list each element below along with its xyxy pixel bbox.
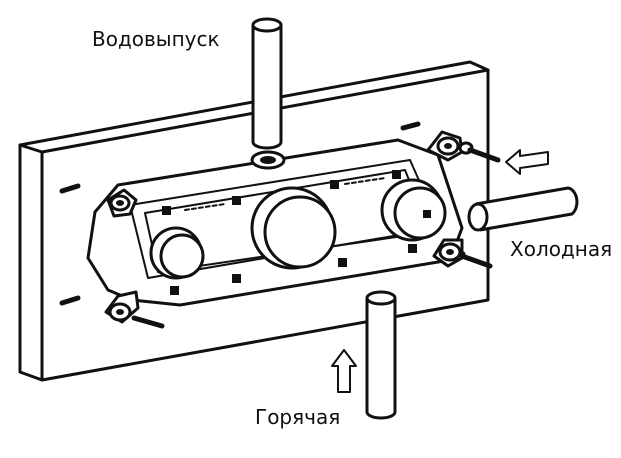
bracket-bottom-right	[432, 238, 493, 269]
bracket-top-left	[106, 188, 138, 218]
bracket-top-right	[426, 130, 501, 163]
arrow-left-icon	[505, 149, 549, 175]
hot-label: Горячая	[255, 405, 341, 429]
center-valve	[250, 186, 337, 270]
hot-pipe	[365, 290, 397, 420]
cold-pipe	[467, 186, 579, 232]
outlet-pipe	[251, 17, 283, 150]
outlet-label: Водовыпуск	[92, 27, 220, 51]
cold-label: Холодная	[510, 237, 613, 261]
arrow-up-icon	[331, 349, 357, 393]
right-valve	[380, 178, 447, 242]
bracket-bottom-left	[104, 290, 165, 329]
left-valve	[149, 226, 205, 280]
